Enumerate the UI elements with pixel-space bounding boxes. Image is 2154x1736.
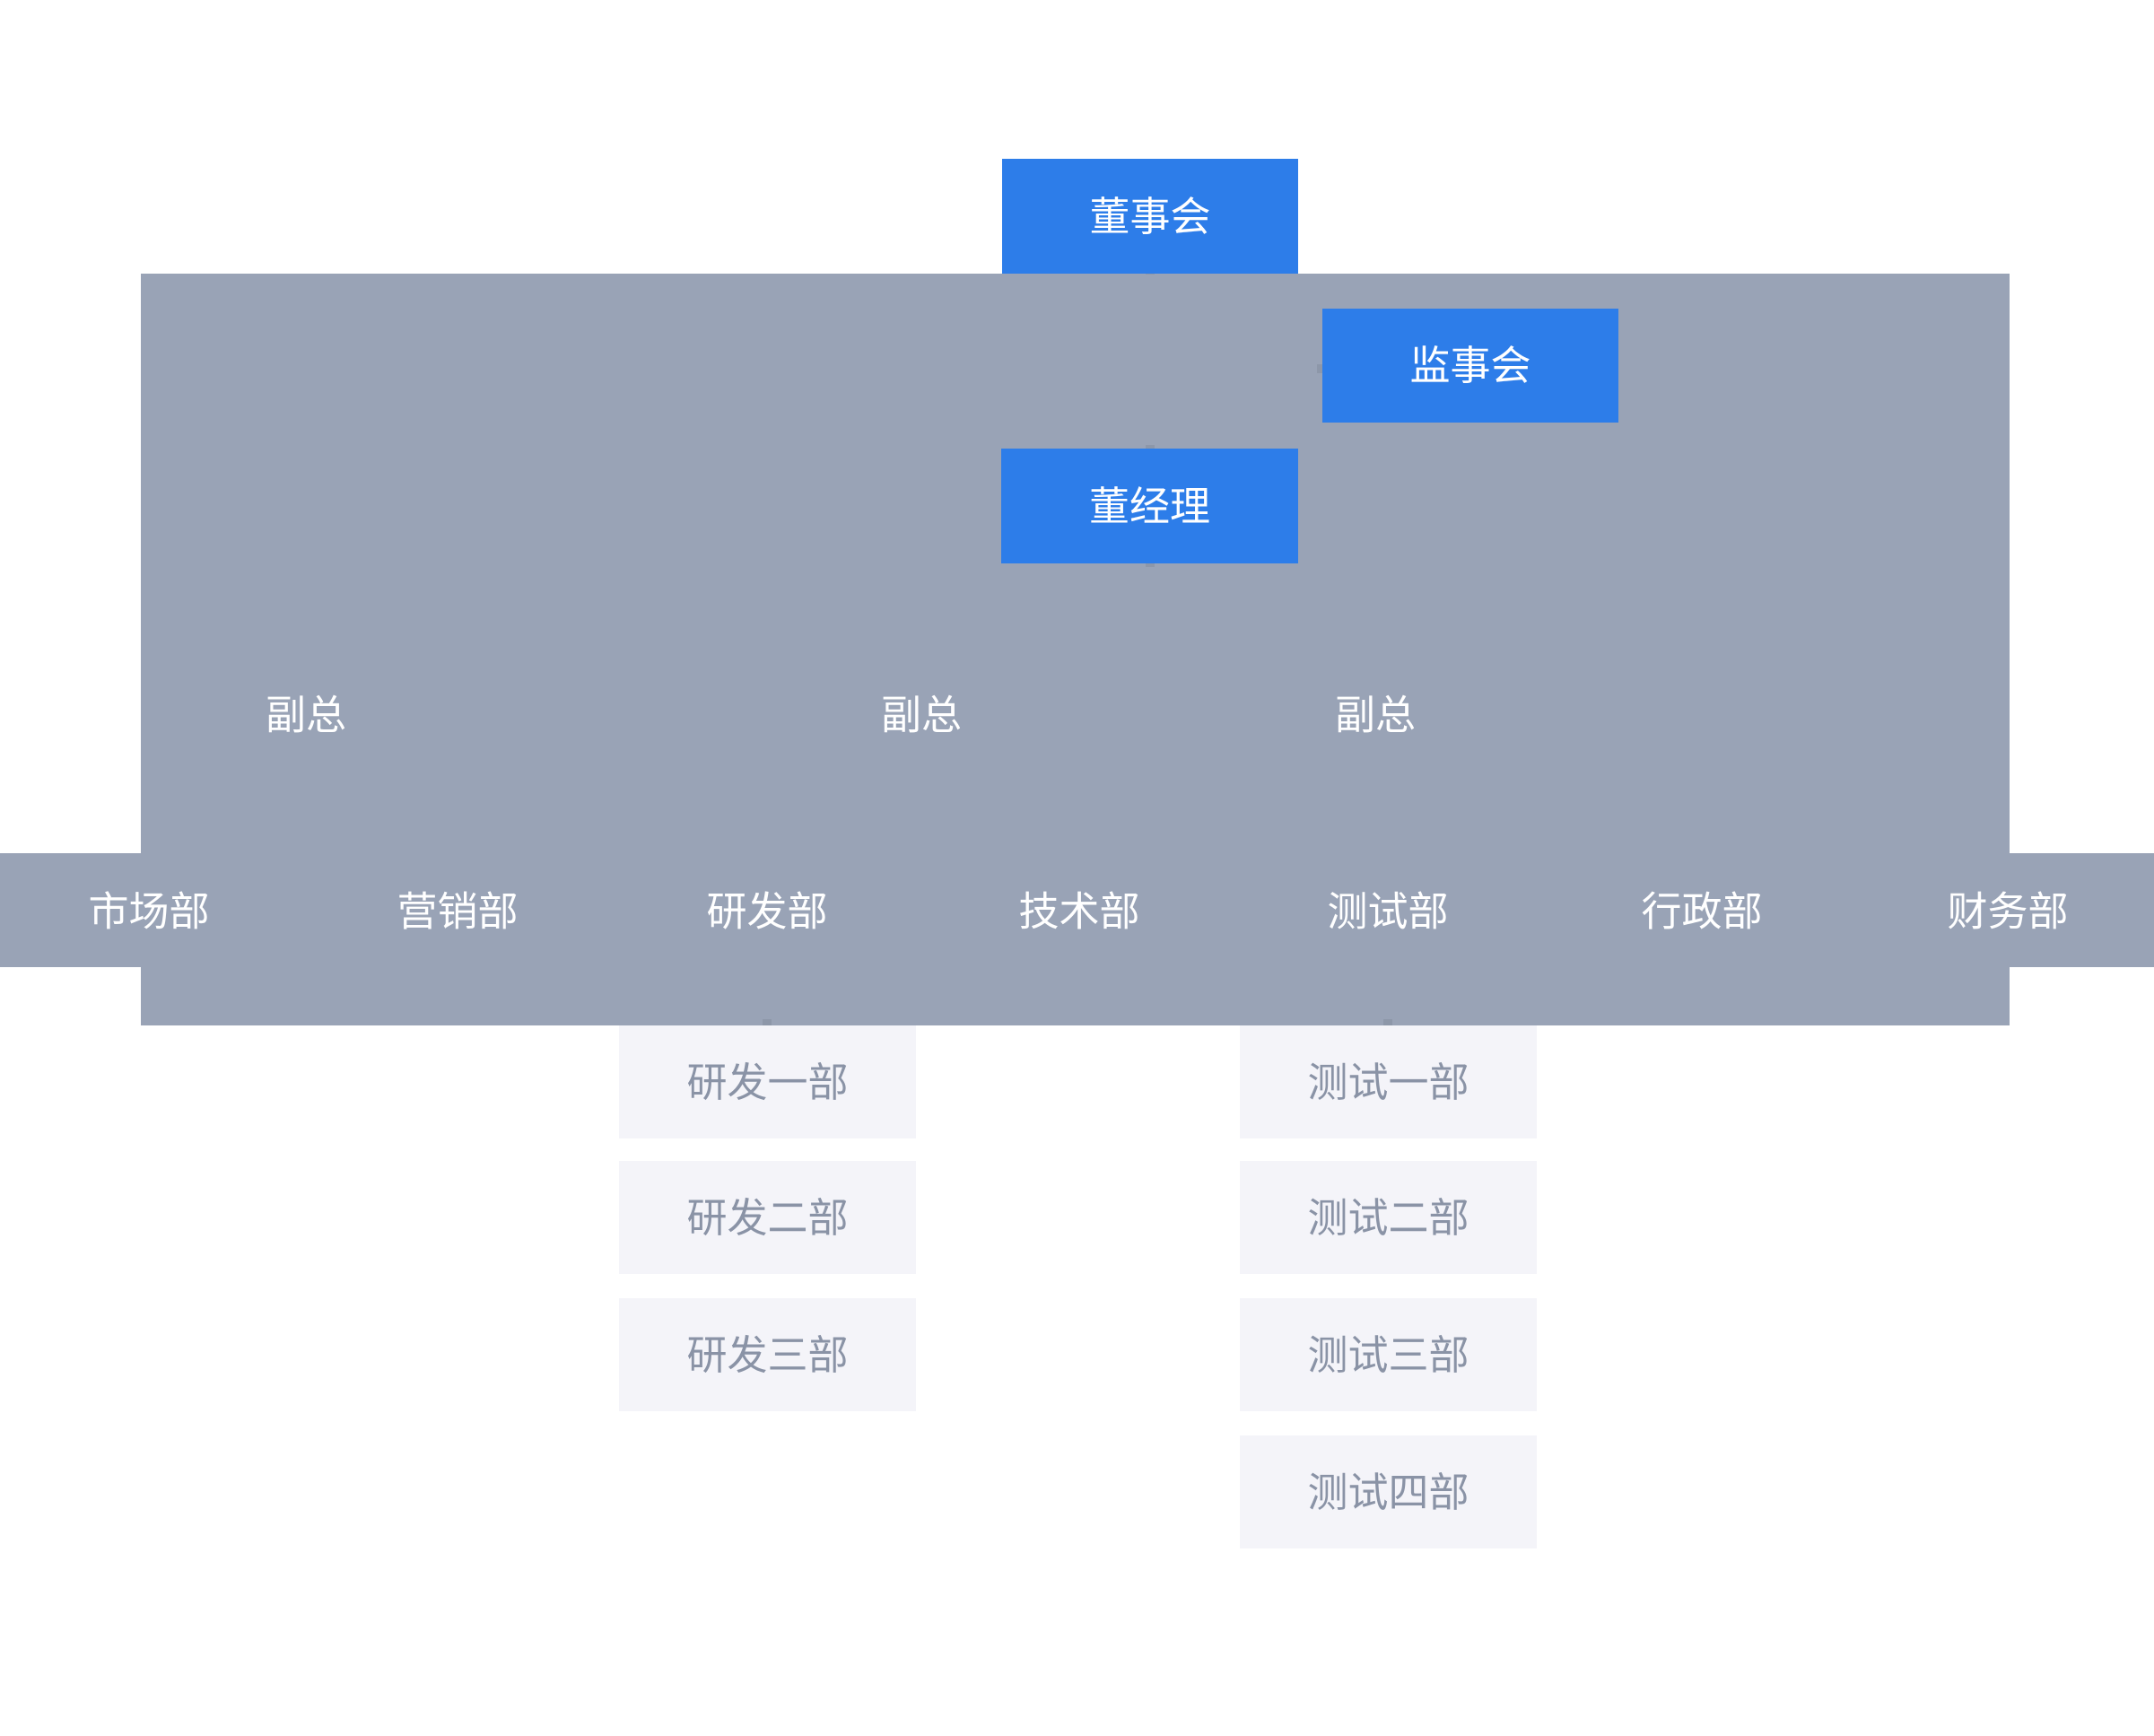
subdept-node-rd-2[interactable]: 研发二部 [619, 1161, 916, 1274]
department-node-label-tech[interactable]: 技术部 [1018, 888, 1140, 935]
connector-stub-supervisory [1317, 364, 1322, 373]
org-node-supervisory[interactable]: 监事会 [1322, 309, 1618, 423]
subdept-node-rd-3[interactable]: 研发三部 [619, 1298, 916, 1411]
subdept-node-test-3[interactable]: 测试三部 [1240, 1298, 1537, 1411]
connector-stub-below-gm [1146, 563, 1155, 567]
org-node-general-manager[interactable]: 董经理 [1001, 449, 1298, 563]
connector-stub-above-gm [1146, 445, 1155, 449]
subdept-node-test-2[interactable]: 测试二部 [1240, 1161, 1537, 1274]
subdept-node-test-1[interactable]: 测试一部 [1240, 1025, 1537, 1138]
org-node-board[interactable]: 董事会 [1002, 159, 1298, 274]
department-node-label-admin[interactable]: 行政部 [1641, 888, 1763, 935]
department-node-label-rd[interactable]: 研发部 [706, 888, 828, 935]
vp-node-label-3[interactable]: 副总 [1334, 692, 1417, 738]
department-node-label-finance[interactable]: 财务部 [1947, 888, 2069, 935]
subdept-node-test-4[interactable]: 测试四部 [1240, 1435, 1537, 1548]
subdept-node-rd-1[interactable]: 研发一部 [619, 1025, 916, 1138]
department-node-label-sales[interactable]: 营销部 [397, 888, 519, 935]
department-node-label-testing[interactable]: 测试部 [1327, 888, 1449, 935]
vp-node-label-2[interactable]: 副总 [880, 692, 963, 738]
department-row-band [0, 853, 2154, 967]
connector-stub-rd-column [763, 1019, 772, 1025]
department-node-label-marketing[interactable]: 市场部 [88, 888, 210, 935]
connector-stub-test-column [1383, 1019, 1392, 1025]
vp-node-label-1[interactable]: 副总 [265, 692, 347, 738]
